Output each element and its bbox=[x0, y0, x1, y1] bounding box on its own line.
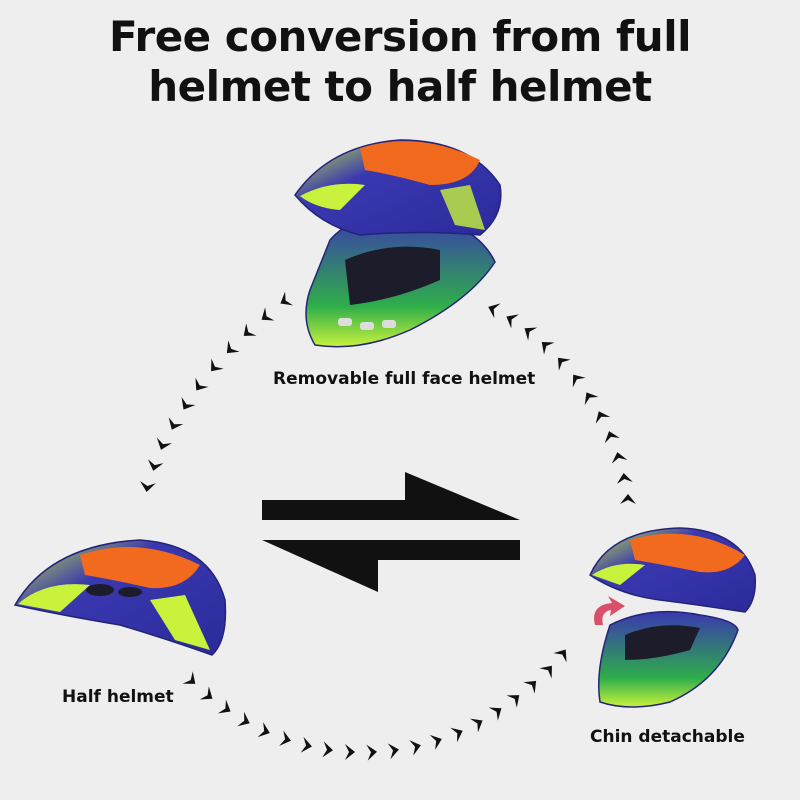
chevron-chain-left bbox=[138, 291, 294, 494]
chin-detachable-helmet-image bbox=[589, 527, 757, 708]
caption-half-helmet: Half helmet bbox=[62, 687, 174, 707]
chevron-chain-right bbox=[485, 299, 636, 504]
page-title: Free conversion from full helmet to half… bbox=[0, 12, 800, 112]
half-helmet-image bbox=[13, 539, 227, 656]
curved-arrow-icon bbox=[594, 596, 625, 625]
title-line-2: helmet to half helmet bbox=[148, 62, 652, 111]
caption-chin-detachable: Chin detachable bbox=[590, 727, 745, 747]
chevron-chain-bottom bbox=[182, 644, 573, 761]
title-line-1: Free conversion from full bbox=[108, 12, 692, 61]
caption-full-face-helmet: Removable full face helmet bbox=[273, 369, 536, 389]
swap-arrows-icon bbox=[262, 472, 520, 592]
full-face-helmet-image bbox=[294, 139, 502, 348]
